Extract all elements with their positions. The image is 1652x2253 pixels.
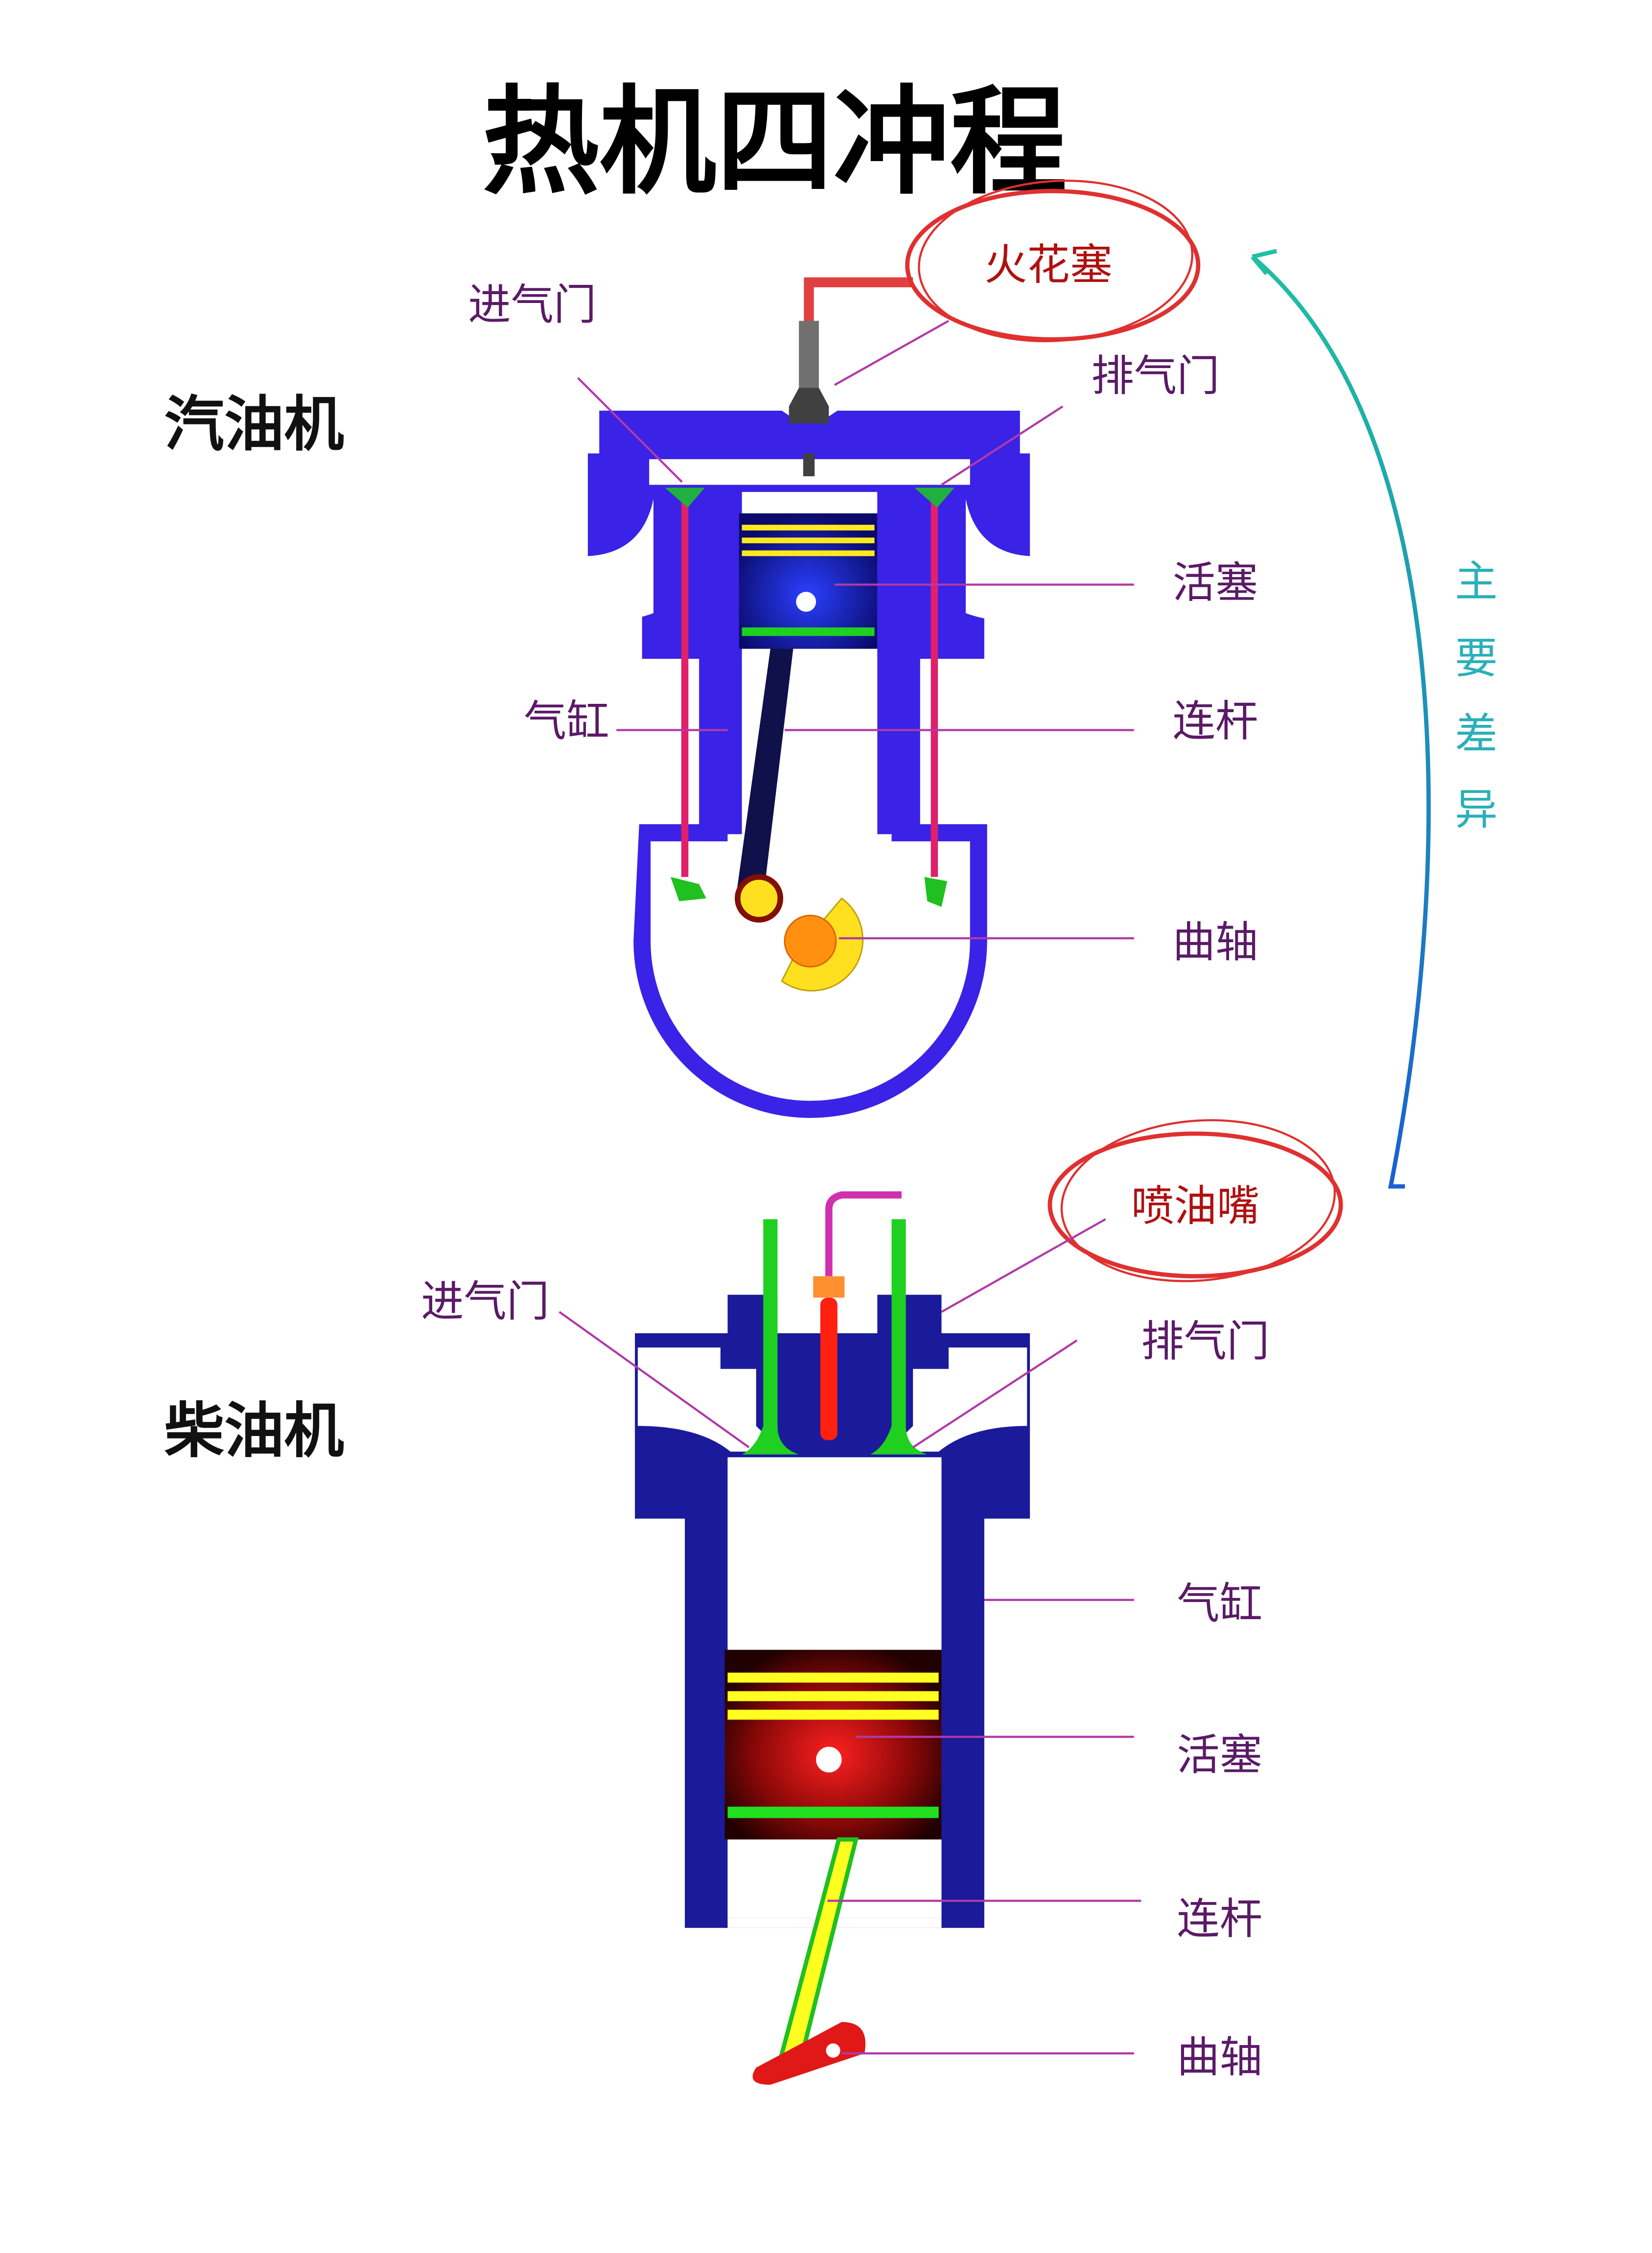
label-piston: 活塞 — [1172, 558, 1258, 608]
difference-char: 主 — [1455, 557, 1497, 606]
difference-arrow: 主 要 差 异 — [1251, 249, 1498, 1189]
label-connecting-rod: 连杆 — [1177, 1894, 1262, 1944]
label-exhaust-valve: 排气门 — [1141, 1317, 1269, 1367]
label-piston: 活塞 — [1177, 1730, 1262, 1780]
label-crankshaft: 曲轴 — [1177, 2032, 1262, 2082]
spark-plug-highlight — [905, 189, 1201, 342]
injector-highlight — [1047, 1131, 1343, 1278]
exhaust-port — [966, 499, 1030, 621]
gasoline-engine: 汽油机 火花塞 进气门 排气门 活塞 气 — [164, 180, 1258, 1118]
crankshaft — [735, 874, 864, 992]
label-intake-valve: 进气门 — [421, 1277, 549, 1326]
exhaust-port — [887, 1347, 1027, 1452]
fuel-injector — [813, 1191, 902, 1440]
intake-port — [587, 499, 653, 621]
cylinder-wall-left — [699, 485, 742, 835]
intake-port — [637, 1347, 782, 1452]
piston — [724, 1649, 942, 1840]
cylinder-wall-right — [877, 485, 920, 835]
label-cylinder: 气缸 — [524, 696, 609, 746]
spark-plug — [789, 277, 913, 477]
label-exhaust-valve: 排气门 — [1091, 351, 1219, 401]
difference-char: 要 — [1455, 633, 1497, 683]
diesel-cylinder-block — [635, 1295, 1030, 1928]
label-spark-plug: 火花塞 — [984, 240, 1113, 290]
label-intake-valve: 进气门 — [468, 280, 596, 330]
label-cylinder: 气缸 — [1177, 1579, 1262, 1629]
page-title: 热机四冲程 — [482, 74, 1067, 210]
difference-char: 差 — [1455, 709, 1497, 759]
diesel-engine: 柴油机 喷油嘴 进气门 排气门 气缸 活塞 连杆 曲轴 — [164, 1119, 1343, 2085]
label-connecting-rod: 连杆 — [1172, 696, 1258, 746]
piston — [739, 513, 878, 649]
label-injector: 喷油嘴 — [1131, 1181, 1259, 1231]
crankshaft — [752, 2022, 866, 2085]
difference-char: 异 — [1455, 785, 1497, 835]
valves — [742, 1219, 928, 1455]
label-crankshaft: 曲轴 — [1172, 917, 1258, 967]
connecting-rod — [736, 649, 793, 899]
valves — [665, 488, 954, 907]
diesel-engine-title: 柴油机 — [164, 1396, 344, 1466]
gasoline-engine-title: 汽油机 — [164, 389, 344, 459]
